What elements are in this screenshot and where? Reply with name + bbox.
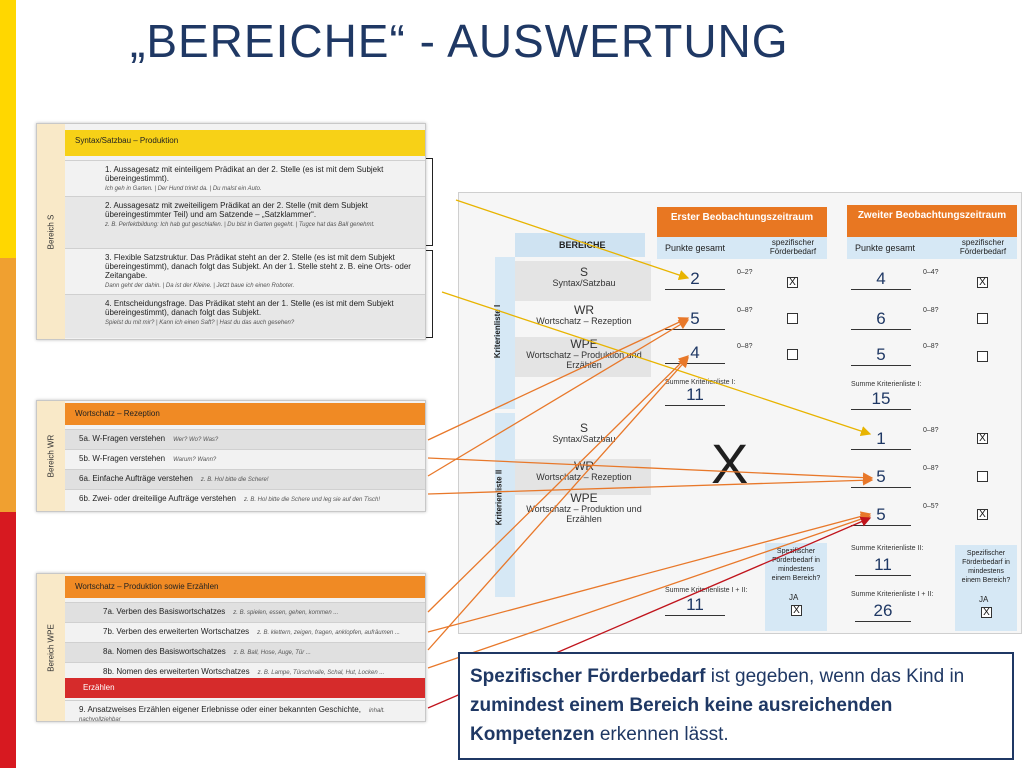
p2-wr-check[interactable] — [977, 313, 988, 324]
criterion-row: 1. Aussagesatz mit einteiligem Prädikat … — [65, 160, 425, 196]
range-label: 0–8? — [923, 307, 939, 314]
sheet-wr: Bereich WR Wortschatz – Rezeption 5a. W-… — [36, 400, 426, 512]
p2-l2-s-check[interactable]: X — [977, 433, 988, 444]
p2-wpe-points: 5 — [851, 345, 911, 366]
range-label: 0–2? — [737, 269, 753, 276]
stripe-orange — [0, 258, 16, 512]
p2-l2-wr-check[interactable] — [977, 471, 988, 482]
p2-ja-check[interactable]: X — [981, 607, 992, 618]
sheet-header: Syntax/Satzbau – Produktion — [65, 130, 425, 156]
sheet-syntax: Bereich S Syntax/Satzbau – Produktion 1.… — [36, 123, 426, 340]
p2-s-points: 4 — [851, 269, 911, 290]
sheet-tab: Bereich S — [37, 124, 65, 339]
info-text-1: ist gegeben, wenn das Kind in — [705, 666, 965, 687]
evaluation-form: BEREICHE Kriterienliste I Kriterienliste… — [458, 192, 1022, 634]
criterion-row: 3. Flexible Satzstruktur. Das Prädikat s… — [65, 248, 425, 294]
p2-l2-wpe-check[interactable]: X — [977, 509, 988, 520]
criterion-row: 9. Ansatzweises Erzählen eigener Erlebni… — [65, 700, 425, 723]
sheet-section-header: Erzählen — [65, 678, 425, 698]
p1-wpe-points: 4 — [665, 343, 725, 364]
p1-wr-points: 5 — [665, 309, 725, 330]
p2-spec-box: Spezifischer Förderbedarf in mindestens … — [955, 545, 1017, 631]
criterion-row: 4. Entscheidungsfrage. Das Prädikat steh… — [65, 294, 425, 338]
p2-sum-l12: 26 — [855, 601, 911, 622]
period2-header: Zweiter Beobachtungszeitraum — [847, 205, 1017, 237]
kl1-label: Kriterienliste I — [493, 304, 503, 359]
sheet-header: Wortschatz – Rezeption — [65, 403, 425, 425]
range-label: 0–5? — [923, 503, 939, 510]
range-label: 0–8? — [737, 307, 753, 314]
p1-wpe-check[interactable] — [787, 349, 798, 360]
sheet-header: Wortschatz – Produktion sowie Erzählen — [65, 576, 425, 598]
p1-sum: 11 — [665, 385, 725, 406]
p2-sum: 15 — [851, 389, 911, 410]
stripe-yellow — [0, 0, 16, 258]
p1-s-points: 2 — [665, 269, 725, 290]
criterion-row: 2. Aussagesatz mit zweiteiligem Prädikat… — [65, 196, 425, 248]
period1-subheader: Punkte gesamt spezifischer Förderbedarf — [657, 237, 827, 259]
p1-spec-box: Spezifischer Förderbedarf in mindestens … — [765, 543, 827, 631]
p1-wr-check[interactable] — [787, 313, 798, 324]
sheet-tab: Bereich WR — [37, 401, 65, 511]
p2-l2-wpe-points: 5 — [851, 505, 911, 526]
criterion-row: 6b. Zwei- oder dreiteilige Aufträge vers… — [65, 489, 425, 509]
range-label: 0–8? — [737, 343, 753, 350]
p2-s-check[interactable]: X — [977, 277, 988, 288]
bracket — [426, 158, 433, 246]
p2-l2-s-points: 1 — [851, 429, 911, 450]
sheet-wpe: Bereich WPE Wortschatz – Produktion sowi… — [36, 573, 426, 723]
p2-l2-wr-points: 5 — [851, 467, 911, 488]
p2-sum-l2-label: Summe Kriterienliste II: — [851, 545, 924, 552]
p2-sum-l2: 11 — [855, 555, 911, 576]
range-label: 0–8? — [923, 465, 939, 472]
bracket — [426, 250, 433, 338]
info-bold-1: Spezifischer Förderbedarf — [470, 666, 706, 687]
kl2-label: Kriterienliste II — [494, 469, 504, 526]
p1-sum-l12: 11 — [665, 595, 725, 616]
period1-header: Erster Beobachtungszeitraum — [657, 207, 827, 237]
p2-wpe-check[interactable] — [977, 351, 988, 362]
crossed-out-mark: X — [711, 432, 749, 495]
p1-s-check[interactable]: X — [787, 277, 798, 288]
p1-sum-l12-label: Summe Kriterienliste I + II: — [665, 587, 748, 594]
info-text-2: erkennen lässt. — [594, 724, 729, 745]
period2-subheader: Punkte gesamt spezifischer Förderbedarf — [847, 237, 1017, 259]
p2-wr-points: 6 — [851, 309, 911, 330]
info-box: Spezifischer Förderbedarf ist gegeben, w… — [458, 652, 1014, 760]
sheet-tab: Bereich WPE — [37, 574, 65, 721]
p2-sum-l12-label: Summe Kriterienliste I + II: — [851, 591, 934, 598]
range-label: 0–4? — [923, 269, 939, 276]
p2-sum-label: Summe Kriterienliste I: — [851, 381, 922, 388]
bereiche-header: BEREICHE — [515, 233, 645, 257]
range-label: 0–8? — [923, 343, 939, 350]
page-title: „BEREICHE“ - AUSWERTUNG — [130, 15, 789, 67]
range-label: 0–8? — [923, 427, 939, 434]
p1-ja-check[interactable]: X — [791, 605, 802, 616]
stripe-red — [0, 512, 16, 768]
info-bold-2: zumindest einem Bereich keine ausreichen… — [470, 695, 893, 745]
